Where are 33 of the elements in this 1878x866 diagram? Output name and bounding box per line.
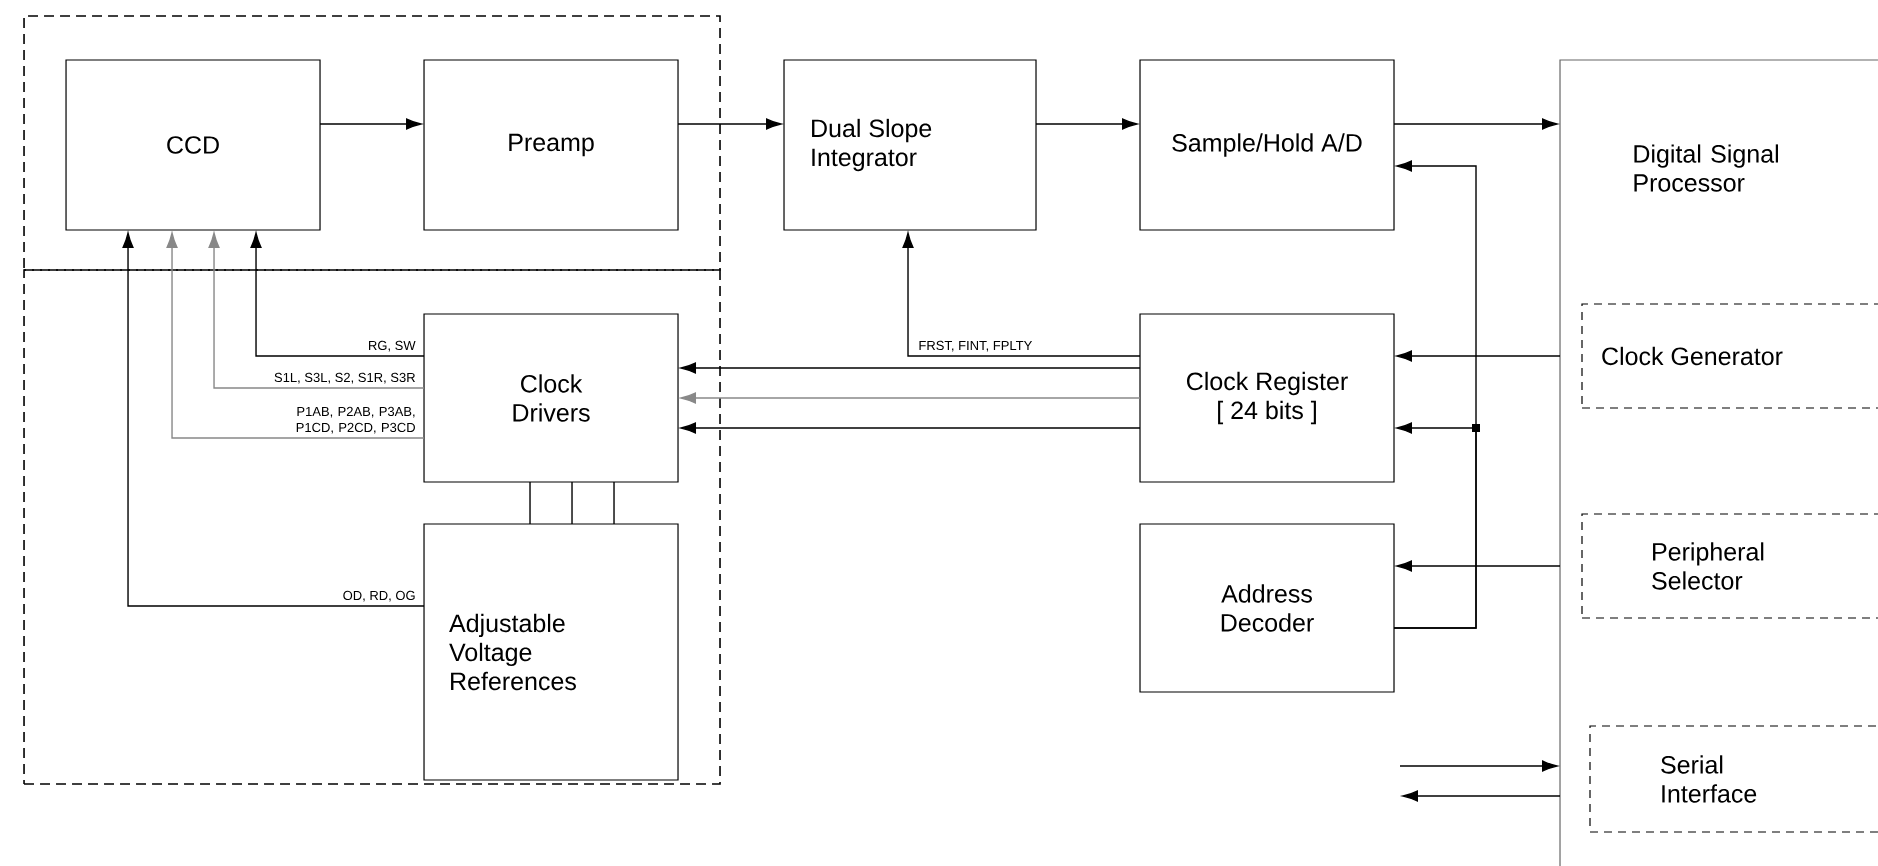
arrow [1402, 790, 1561, 802]
dashed-group-box [23, 269, 721, 785]
connector-line [571, 481, 573, 525]
dashed-group-box [23, 15, 721, 271]
arrow [319, 118, 422, 130]
arrow [680, 422, 1141, 434]
arrow [1396, 560, 1561, 572]
connector-line [529, 481, 531, 525]
arrow [677, 118, 782, 130]
dashed-block-box: Serial Interface [1589, 725, 1878, 833]
arrow [166, 232, 425, 439]
arrow [1393, 118, 1558, 130]
connector-line [613, 481, 615, 525]
arrow [1035, 118, 1138, 130]
block-box: Sample/Hold A/D [1139, 59, 1395, 231]
arrow [902, 232, 1141, 357]
block-box: Clock Register [ 24 bits ] [1139, 313, 1395, 483]
arrow [680, 392, 1141, 404]
block-box: Adjustable Voltage References [423, 523, 679, 781]
block-box: CCD [65, 59, 321, 231]
arrow [250, 232, 425, 357]
block-box: Preamp [423, 59, 679, 231]
block-box: Clock Drivers [423, 313, 679, 483]
arrow [1399, 760, 1558, 772]
arrow [122, 232, 425, 607]
arrow [208, 232, 425, 389]
arrow [1396, 350, 1561, 362]
block-box: Dual Slope Integrator [783, 59, 1037, 231]
arrow [680, 362, 1141, 374]
arrow [1393, 422, 1480, 629]
block-box: Address Decoder [1139, 523, 1395, 693]
dashed-block-box: Clock Generator [1581, 303, 1878, 409]
dashed-block-box: Peripheral Selector [1581, 513, 1878, 619]
